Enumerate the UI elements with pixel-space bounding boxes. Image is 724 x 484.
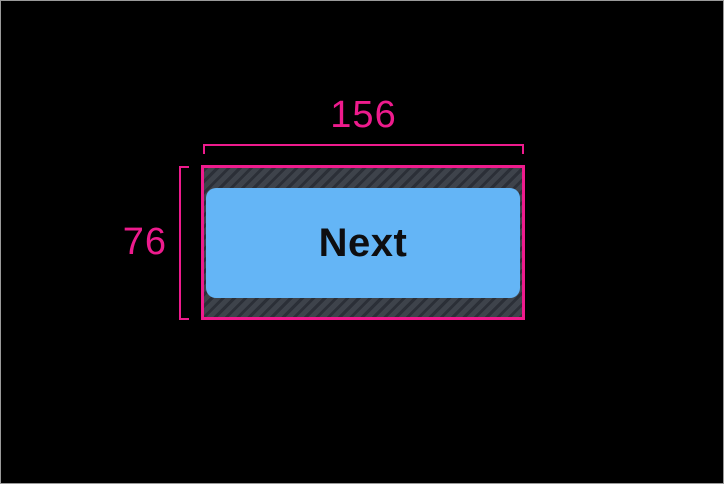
next-button[interactable]: Next	[206, 188, 520, 298]
width-dimension-label: 156	[330, 94, 397, 136]
next-button-label: Next	[318, 220, 408, 265]
height-dimension-bracket	[179, 166, 189, 320]
height-dimension-label: 76	[122, 221, 167, 263]
width-dimension-bracket	[203, 144, 524, 154]
widget-bounds-overlay: Next	[201, 165, 525, 320]
